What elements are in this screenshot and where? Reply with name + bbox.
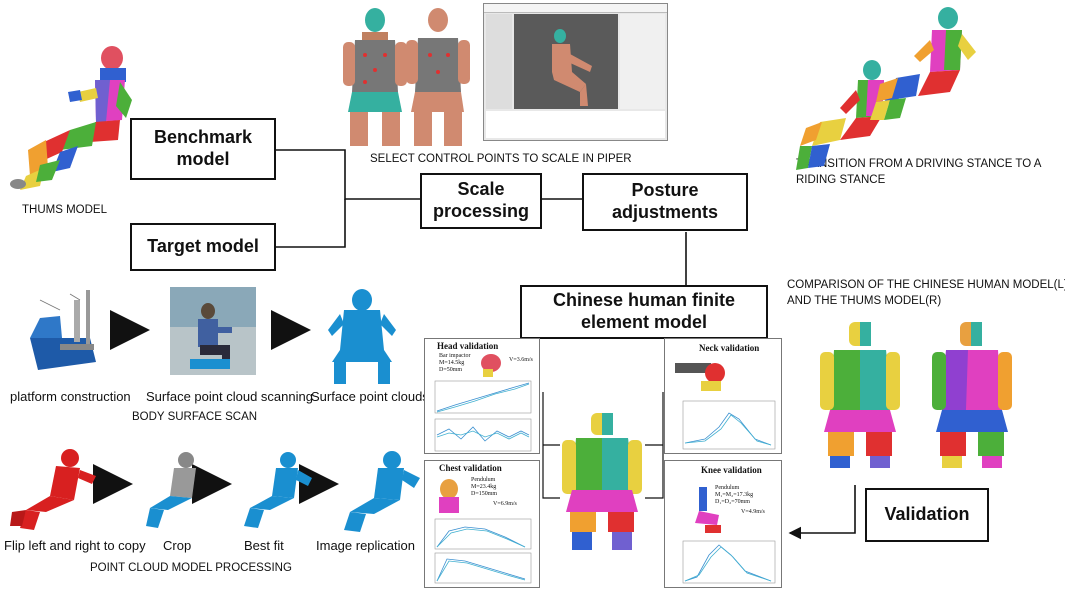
chest-note-4: V=6.9m/s bbox=[493, 501, 517, 507]
head-validation-plots bbox=[434, 354, 532, 452]
chest-validation-panel: Chest validation Pendulum M=23.4kg D=150… bbox=[424, 460, 540, 588]
knee-validation-title: Knee validation bbox=[701, 465, 762, 475]
transition-caption-2: RIDING STANCE bbox=[796, 174, 886, 186]
neck-validation-title: Neck validation bbox=[699, 343, 760, 353]
head-note-2: M=14.5kg bbox=[439, 360, 465, 366]
step-platform: platform construction bbox=[10, 389, 131, 404]
piper-log-panel bbox=[486, 111, 665, 138]
step-replication: Image replication bbox=[316, 538, 415, 553]
knee-note-3: D₁=D₂=70mm bbox=[715, 499, 750, 505]
step-scanning: Surface point cloud scanning bbox=[146, 389, 313, 404]
knee-note-1: Pendulum bbox=[715, 485, 740, 491]
comparison-caption-2: AND THE THUMS MODEL(R) bbox=[787, 295, 942, 307]
step-clouds: Surface point clouds bbox=[311, 389, 429, 404]
step-crop: Crop bbox=[163, 538, 192, 553]
piper-left-panel bbox=[486, 14, 512, 109]
chest-note-2: M=23.4kg bbox=[471, 484, 497, 490]
piper-screenshot bbox=[483, 3, 668, 141]
neck-validation-panel: Neck validation bbox=[664, 338, 782, 454]
piper-caption: SELECT CONTROL POINTS TO SCALE IN PIPER bbox=[370, 153, 632, 165]
head-note-1: Bar impactor bbox=[439, 353, 471, 359]
validation-box: Validation bbox=[865, 488, 989, 542]
piper-menubar bbox=[484, 4, 667, 13]
knee-validation-panel: Knee validation Pendulum M₁=M₂=17.3kg D₁… bbox=[664, 460, 782, 588]
chest-validation-plots bbox=[434, 479, 532, 584]
thums-caption: THUMS MODEL bbox=[22, 204, 107, 216]
point-cloud-caption: POINT CLOUD MODEL PROCESSING bbox=[90, 562, 292, 574]
step-bestfit: Best fit bbox=[244, 538, 284, 553]
piper-right-panel bbox=[620, 14, 665, 109]
transition-caption-1: TRANSITION FROM A DRIVING STANCE TO A bbox=[796, 158, 1042, 170]
chest-note-3: D=150mm bbox=[471, 491, 498, 497]
step-flip: Flip left and right to copy bbox=[4, 538, 146, 553]
comparison-caption-1: COMPARISON OF THE CHINESE HUMAN MODEL(L) bbox=[787, 279, 1065, 291]
piper-viewport bbox=[514, 14, 618, 109]
scale-processing-box: Scale processing bbox=[420, 173, 542, 229]
body-scan-caption: BODY SURFACE SCAN bbox=[132, 411, 258, 423]
neck-validation-plots bbox=[675, 363, 776, 450]
head-validation-title: Head validation bbox=[437, 341, 499, 351]
chest-validation-title: Chest validation bbox=[439, 463, 502, 473]
posture-adjustments-box: Posture adjustments bbox=[582, 173, 748, 231]
knee-note-2: M₁=M₂=17.3kg bbox=[715, 492, 754, 498]
chest-note-1: Pendulum bbox=[471, 477, 496, 483]
knee-note-4: V=4.9m/s bbox=[741, 509, 765, 515]
scan-photo bbox=[170, 287, 256, 375]
head-note-4: V=3.6m/s bbox=[509, 357, 533, 363]
head-note-3: D=50mm bbox=[439, 367, 463, 373]
target-model-box: Target model bbox=[130, 223, 276, 271]
knee-validation-plots bbox=[682, 487, 776, 584]
benchmark-model-box: Benchmark model bbox=[130, 118, 276, 180]
head-validation-panel: Head validation Bar impactor M=14.5kg D=… bbox=[424, 338, 540, 454]
chinese-model-box: Chinese human finite element model bbox=[520, 285, 768, 339]
